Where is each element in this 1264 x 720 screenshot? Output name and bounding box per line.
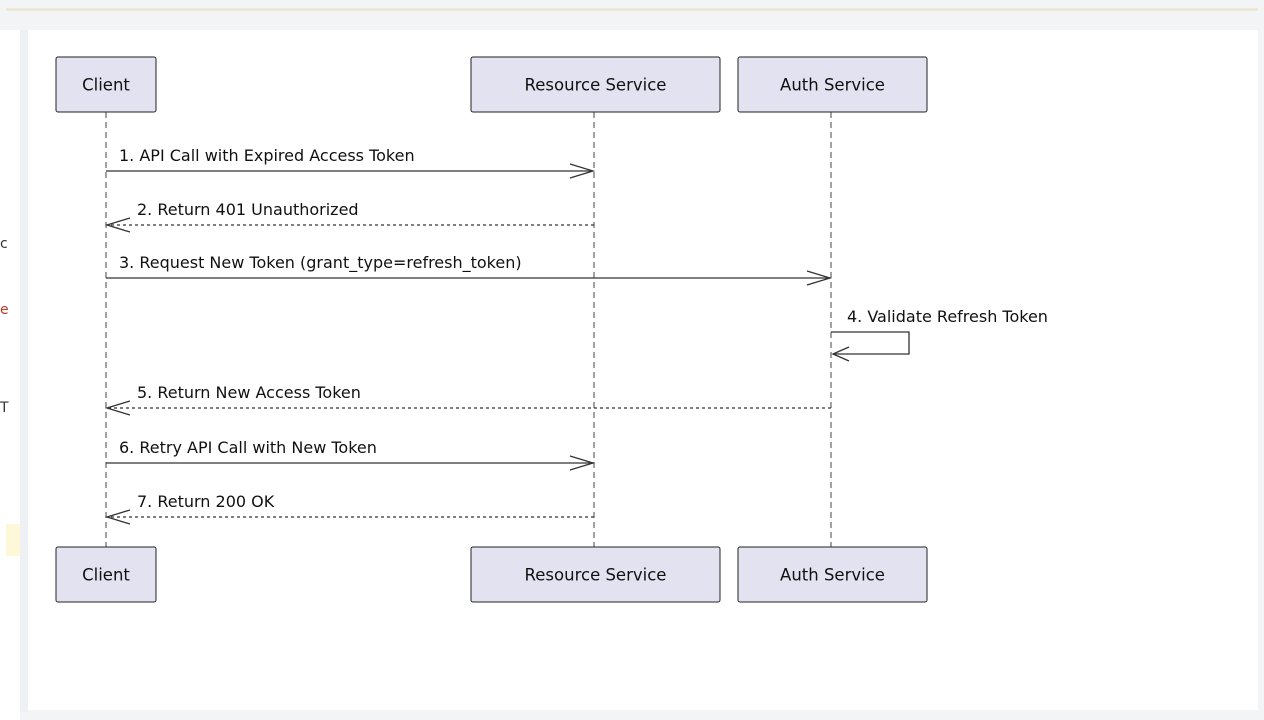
window-top-rule: [6, 8, 1258, 11]
message-1: 1. API Call with Expired Access Token: [106, 146, 596, 179]
message-label: 2. Return 401 Unauthorized: [137, 200, 359, 219]
participant-auth-bottom: Auth Service: [737, 546, 928, 603]
participant-box: [55, 56, 157, 113]
participant-label: Resource Service: [525, 566, 667, 585]
arrow-head-icon: [569, 455, 596, 471]
participant-box: [737, 56, 928, 113]
message-4: 4. Validate Refresh Token: [831, 307, 1048, 362]
message-5: 5. Return New Access Token: [104, 383, 831, 416]
participant-box: [470, 56, 721, 113]
preview-border: [20, 30, 28, 712]
participant-client-bottom: Client: [55, 546, 157, 603]
message-label: 6. Retry API Call with New Token: [119, 438, 377, 457]
arrow-head-icon: [831, 346, 850, 362]
message-3: 3. Request New Token (grant_type=refresh…: [106, 253, 833, 286]
message-label: 7. Return 200 OK: [137, 492, 275, 511]
message-7: 7. Return 200 OK: [104, 492, 594, 525]
participant-label: Client: [82, 76, 130, 95]
arrow-head-icon: [104, 217, 131, 233]
message-label: 4. Validate Refresh Token: [847, 307, 1048, 326]
participant-resource-bottom: Resource Service: [470, 546, 721, 603]
participant-resource-top: Resource Service: [470, 56, 721, 113]
arrow-head-icon: [104, 509, 131, 525]
participant-label: Auth Service: [780, 76, 885, 95]
gutter-text-fragment: c: [0, 236, 8, 252]
participant-box: [470, 546, 721, 603]
message-label: 5. Return New Access Token: [137, 383, 361, 402]
participant-label: Resource Service: [525, 76, 667, 95]
arrow-head-icon: [569, 163, 596, 179]
participant-auth-top: Auth Service: [737, 56, 928, 113]
participant-client-top: Client: [55, 56, 157, 113]
arrow-head-icon: [104, 400, 131, 416]
participant-label: Client: [82, 566, 130, 585]
participant-label: Auth Service: [780, 566, 885, 585]
message-label: 1. API Call with Expired Access Token: [119, 146, 415, 165]
message-6: 6. Retry API Call with New Token: [106, 438, 596, 471]
participant-box: [55, 546, 157, 603]
arrow-head-icon: [806, 270, 833, 286]
message-arrow-line: [831, 331, 910, 355]
participant-box: [737, 546, 928, 603]
message-2: 2. Return 401 Unauthorized: [104, 200, 594, 233]
gutter-text-fragment: T: [0, 400, 9, 416]
editor-line-highlight: [6, 524, 20, 556]
message-label: 3. Request New Token (grant_type=refresh…: [119, 253, 522, 273]
gutter-text-fragment: e: [0, 302, 9, 318]
